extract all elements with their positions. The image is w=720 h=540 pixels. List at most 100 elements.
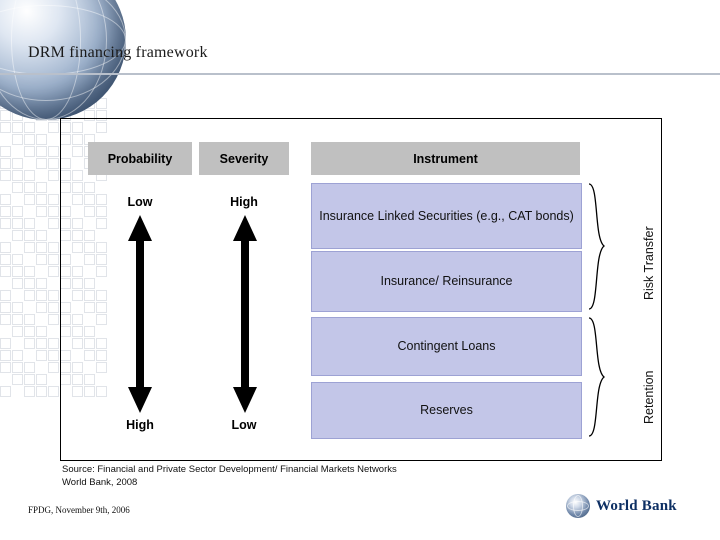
grid-cell xyxy=(84,290,95,301)
grid-cell xyxy=(48,290,59,301)
grid-cell xyxy=(72,374,83,385)
grid-cell xyxy=(12,350,23,361)
grid-cell xyxy=(0,158,11,169)
grid-cell xyxy=(72,278,83,289)
retention-brace-icon xyxy=(588,317,606,437)
grid-cell xyxy=(24,326,35,337)
grid-cell xyxy=(12,206,23,217)
grid-cell xyxy=(36,146,47,157)
grid-cell xyxy=(72,266,83,277)
grid-cell xyxy=(96,242,107,253)
source-note: Source: Financial and Private Sector Dev… xyxy=(62,464,397,490)
grid-cell xyxy=(36,194,47,205)
risk-transfer-brace-icon xyxy=(588,183,606,310)
grid-cell xyxy=(84,374,95,385)
severity-bottom-label: Low xyxy=(231,418,257,432)
grid-cell xyxy=(48,242,59,253)
grid-cell xyxy=(24,170,35,181)
grid-cell xyxy=(36,326,47,337)
grid-cell xyxy=(48,338,59,349)
grid-cell xyxy=(96,254,107,265)
grid-cell xyxy=(48,266,59,277)
column-header-probability: Probability xyxy=(88,142,192,175)
grid-cell xyxy=(24,218,35,229)
source-line-1: Source: Financial and Private Sector Dev… xyxy=(62,464,397,475)
grid-cell xyxy=(72,122,83,133)
world-bank-logo-text: World Bank xyxy=(596,497,677,514)
grid-cell xyxy=(96,338,107,349)
grid-cell xyxy=(72,290,83,301)
grid-cell xyxy=(84,386,95,397)
grid-cell xyxy=(24,242,35,253)
grid-cell xyxy=(84,338,95,349)
grid-cell xyxy=(96,98,107,109)
grid-cell xyxy=(24,290,35,301)
grid-cell xyxy=(0,242,11,253)
grid-cell xyxy=(72,230,83,241)
grid-cell xyxy=(96,266,107,277)
grid-cell xyxy=(96,122,107,133)
grid-cell xyxy=(96,206,107,217)
diagram-frame xyxy=(60,118,662,461)
grid-cell xyxy=(84,182,95,193)
severity-top-label: High xyxy=(230,195,258,209)
grid-cell xyxy=(0,122,11,133)
grid-cell xyxy=(96,194,107,205)
grid-cell xyxy=(24,362,35,373)
grid-cell xyxy=(12,170,23,181)
grid-cell xyxy=(48,362,59,373)
page-title: DRM financing framework xyxy=(28,44,208,61)
grid-cell xyxy=(36,242,47,253)
grid-cell xyxy=(0,194,11,205)
grid-cell xyxy=(84,194,95,205)
grid-cell xyxy=(84,326,95,337)
grid-cell xyxy=(36,350,47,361)
probability-top-label: Low xyxy=(127,195,153,209)
grid-cell xyxy=(12,158,23,169)
grid-cell xyxy=(96,302,107,313)
grid-cell xyxy=(24,146,35,157)
grid-cell xyxy=(12,122,23,133)
grid-cell xyxy=(96,218,107,229)
grid-cell xyxy=(84,278,95,289)
grid-cell xyxy=(72,242,83,253)
probability-bottom-label: High xyxy=(126,418,154,432)
world-bank-globe-icon xyxy=(566,494,590,518)
grid-cell xyxy=(24,182,35,193)
grid-cell xyxy=(24,374,35,385)
grid-cell xyxy=(12,182,23,193)
grid-cell xyxy=(48,206,59,217)
grid-cell xyxy=(12,374,23,385)
grid-cell xyxy=(48,146,59,157)
grid-cell xyxy=(96,350,107,361)
grid-cell xyxy=(48,254,59,265)
grid-cell xyxy=(12,254,23,265)
grid-cell xyxy=(96,290,107,301)
header-divider xyxy=(0,73,720,75)
grid-cell xyxy=(96,386,107,397)
grid-cell xyxy=(96,362,107,373)
instrument-bar-reserves: Reserves xyxy=(311,382,582,439)
grid-cell xyxy=(0,206,11,217)
grid-cell xyxy=(24,194,35,205)
grid-cell xyxy=(36,386,47,397)
world-bank-logo: World Bank xyxy=(566,494,694,518)
grid-cell xyxy=(72,170,83,181)
instrument-bar-contingent-loans: Contingent Loans xyxy=(311,317,582,376)
grid-cell xyxy=(0,218,11,229)
grid-cell xyxy=(72,338,83,349)
grid-cell xyxy=(48,302,59,313)
grid-cell xyxy=(24,314,35,325)
grid-cell xyxy=(36,254,47,265)
grid-cell xyxy=(36,134,47,145)
grid-cell xyxy=(84,242,95,253)
grid-cell xyxy=(72,134,83,145)
grid-cell xyxy=(96,110,107,121)
grid-cell xyxy=(0,362,11,373)
column-header-instrument: Instrument xyxy=(311,142,580,175)
grid-cell xyxy=(36,302,47,313)
grid-cell xyxy=(0,266,11,277)
grid-cell xyxy=(72,146,83,157)
grid-cell xyxy=(72,362,83,373)
grid-cell xyxy=(72,314,83,325)
